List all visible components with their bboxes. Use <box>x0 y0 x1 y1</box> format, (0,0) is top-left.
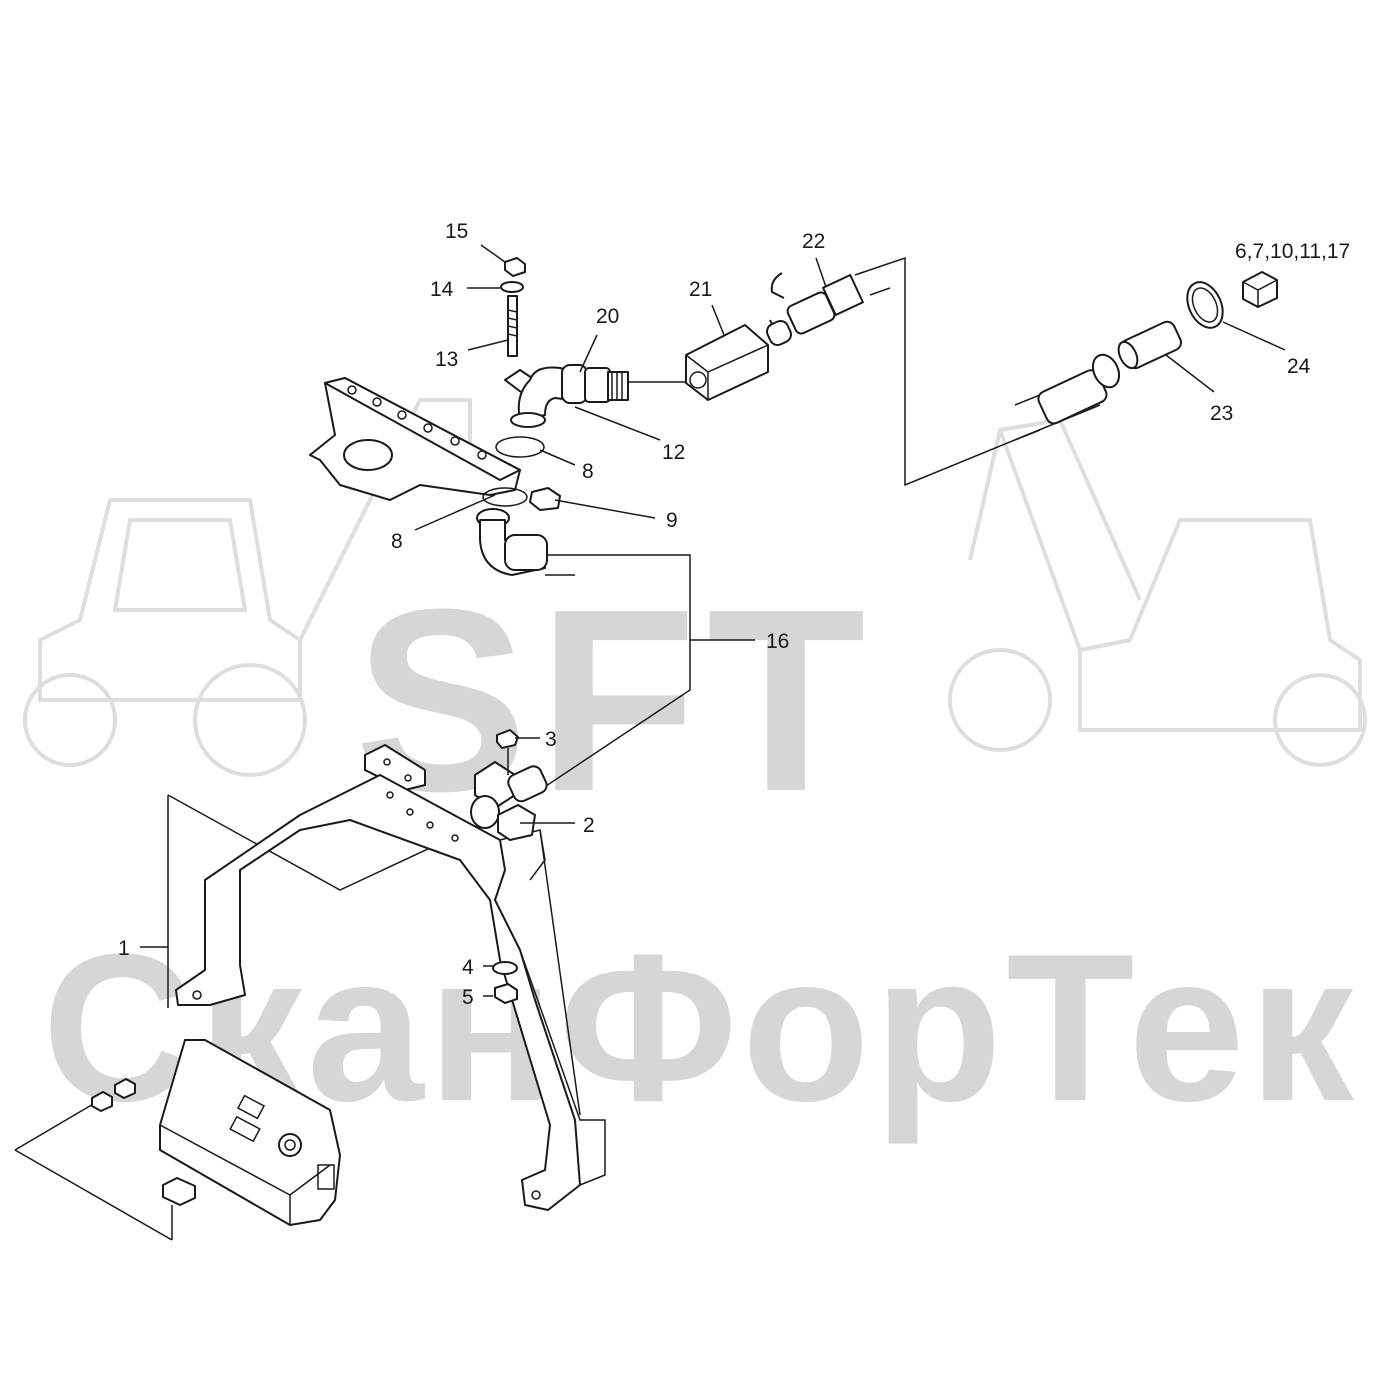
callout-3: 3 <box>545 728 557 751</box>
connector-caps <box>91 1078 196 1206</box>
bolt-3 <box>496 729 519 775</box>
callout-kit: 6,7,10,11,17 <box>1235 240 1350 263</box>
callout-8-lower: 8 <box>391 530 403 553</box>
tractor-watermark-icon <box>23 398 472 777</box>
callout-21: 21 <box>689 278 712 301</box>
washer-14 <box>500 281 524 293</box>
brand-watermark: SFT <box>354 556 875 846</box>
control-module <box>159 1039 341 1226</box>
nut-5 <box>494 983 518 1004</box>
callout-22: 22 <box>802 230 825 253</box>
callout-16: 16 <box>766 630 789 653</box>
washer-4 <box>492 961 518 975</box>
callout-4: 4 <box>462 956 474 979</box>
quick-coupler-23 <box>1037 320 1182 425</box>
hex-coupler-21 <box>685 324 769 401</box>
elbow-fitting-12 <box>504 364 685 428</box>
callout-23: 23 <box>1210 402 1233 425</box>
callout-15: 15 <box>445 220 468 243</box>
fitting-22 <box>766 272 864 346</box>
callout-8-upper: 8 <box>582 460 594 483</box>
callout-9: 9 <box>666 509 678 532</box>
ring-nut-24 <box>1186 281 1224 329</box>
seal-kit-box <box>1242 271 1278 308</box>
support-bracket-1 <box>175 744 606 1211</box>
callout-24: 24 <box>1287 355 1311 378</box>
watermark: SFT СканФорТек <box>23 398 1367 1145</box>
callout-5: 5 <box>462 986 474 1009</box>
callout-1: 1 <box>118 937 130 960</box>
o-ring-8-lower <box>482 487 528 507</box>
callout-13: 13 <box>435 348 458 371</box>
callout-2: 2 <box>583 814 595 837</box>
callout-12: 12 <box>662 441 685 464</box>
connection-lines <box>14 256 1101 1241</box>
stud-assembly <box>500 257 526 357</box>
callout-20: 20 <box>596 305 619 328</box>
callout-labels: 15 14 13 20 21 22 6,7,10,11,17 24 23 12 … <box>118 220 1350 1009</box>
leader-lines <box>140 244 1286 997</box>
callout-14: 14 <box>430 278 454 301</box>
nut-15 <box>504 257 526 277</box>
hose-clamp-2 <box>470 761 548 841</box>
cap-9 <box>529 487 561 511</box>
lower-elbow <box>476 508 548 576</box>
manifold-plate <box>309 377 521 501</box>
excavator-watermark-icon <box>948 418 1367 767</box>
o-ring-8-upper <box>495 436 545 458</box>
